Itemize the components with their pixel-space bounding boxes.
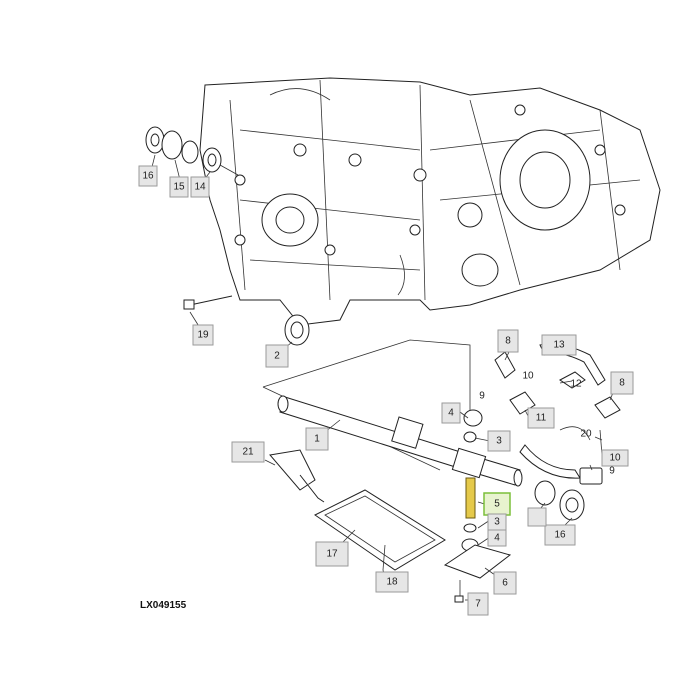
callout-13[interactable]: 13 xyxy=(541,334,577,356)
figure-reference-code: LX049155 xyxy=(140,600,187,611)
callout-16-bottom-label: 16 xyxy=(554,530,566,541)
callout-18[interactable]: 18 xyxy=(375,571,409,593)
callout-15-label: 15 xyxy=(173,182,185,193)
callout-16-top[interactable]: 16 xyxy=(138,165,158,187)
callout-19[interactable]: 19 xyxy=(192,324,214,346)
bolt-19 xyxy=(183,295,233,310)
callout-21-label: 21 xyxy=(242,447,254,458)
callout-18-label: 18 xyxy=(386,577,398,588)
callout-20: 20 xyxy=(580,429,592,440)
callout-4-lower-label: 4 xyxy=(494,533,500,544)
transmission-housing xyxy=(199,77,661,326)
callout-6-label: 6 xyxy=(502,578,508,589)
callout-12: 12 xyxy=(570,379,582,390)
callout-3-upper[interactable]: 3 xyxy=(487,430,511,452)
callout-11-label: 11 xyxy=(536,413,547,424)
callout-4-upper-label: 4 xyxy=(448,408,454,419)
callout-16-bottom[interactable]: 16 xyxy=(544,524,576,546)
bushing-upper xyxy=(463,380,483,443)
callout-10-upper: 10 xyxy=(522,371,534,382)
callout-13-label: 13 xyxy=(553,340,565,351)
callout-4-upper[interactable]: 4 xyxy=(441,402,461,424)
callout-3-upper-label: 3 xyxy=(496,436,502,447)
callout-14-label: 14 xyxy=(194,182,206,193)
callout-14[interactable]: 14 xyxy=(190,176,210,198)
callout-10-upper-label: 10 xyxy=(522,371,534,382)
callout-21[interactable]: 21 xyxy=(231,441,265,463)
callout-6[interactable]: 6 xyxy=(493,571,517,595)
callout-20-label: 20 xyxy=(580,429,592,440)
shaft-1 xyxy=(277,395,523,487)
callout-9-upper-label: 9 xyxy=(479,391,485,402)
callout-8-right-label: 8 xyxy=(619,378,625,389)
callout-5-highlighted[interactable]: 5 xyxy=(483,492,511,516)
callout-7-label: 7 xyxy=(475,599,481,610)
callout-10-lower-label: 10 xyxy=(609,453,621,464)
pin-5-highlighted xyxy=(465,477,476,519)
callout-8-left-label: 8 xyxy=(505,336,511,347)
callout-17[interactable]: 17 xyxy=(315,541,349,567)
callout-5-label: 5 xyxy=(494,499,500,510)
callout-2-label: 2 xyxy=(274,351,280,362)
lower-assembly xyxy=(443,523,512,603)
callout-9-upper: 9 xyxy=(479,391,485,402)
callout-unlabeled-box[interactable] xyxy=(527,507,547,527)
callout-4-lower[interactable]: 4 xyxy=(487,529,507,547)
callout-1[interactable]: 1 xyxy=(305,427,329,451)
callout-11[interactable]: 11 xyxy=(527,407,555,429)
gasket-17 xyxy=(314,489,446,571)
callout-19-label: 19 xyxy=(197,330,209,341)
callout-2[interactable]: 2 xyxy=(265,344,289,368)
callout-7[interactable]: 7 xyxy=(467,592,489,616)
seal-2 xyxy=(284,314,310,346)
callout-16-top-label: 16 xyxy=(142,171,154,182)
callout-8-right[interactable]: 8 xyxy=(610,371,634,395)
callout-3-lower[interactable]: 3 xyxy=(487,513,507,531)
callout-17-label: 17 xyxy=(326,549,338,560)
sealant-tube-21 xyxy=(269,449,325,503)
linkage-assembly xyxy=(494,343,621,521)
callout-8-left[interactable]: 8 xyxy=(497,329,519,353)
callout-9-lower-label: 9 xyxy=(609,466,615,477)
callout-10-lower[interactable]: 10 xyxy=(601,449,629,467)
callout-9-lower: 9 xyxy=(609,466,615,477)
callout-15[interactable]: 15 xyxy=(169,176,189,198)
bearing-seal-group-top xyxy=(145,126,239,176)
callout-3-lower-label: 3 xyxy=(494,517,500,528)
callout-1-label: 1 xyxy=(314,434,320,445)
callout-12-label: 12 xyxy=(570,379,582,390)
